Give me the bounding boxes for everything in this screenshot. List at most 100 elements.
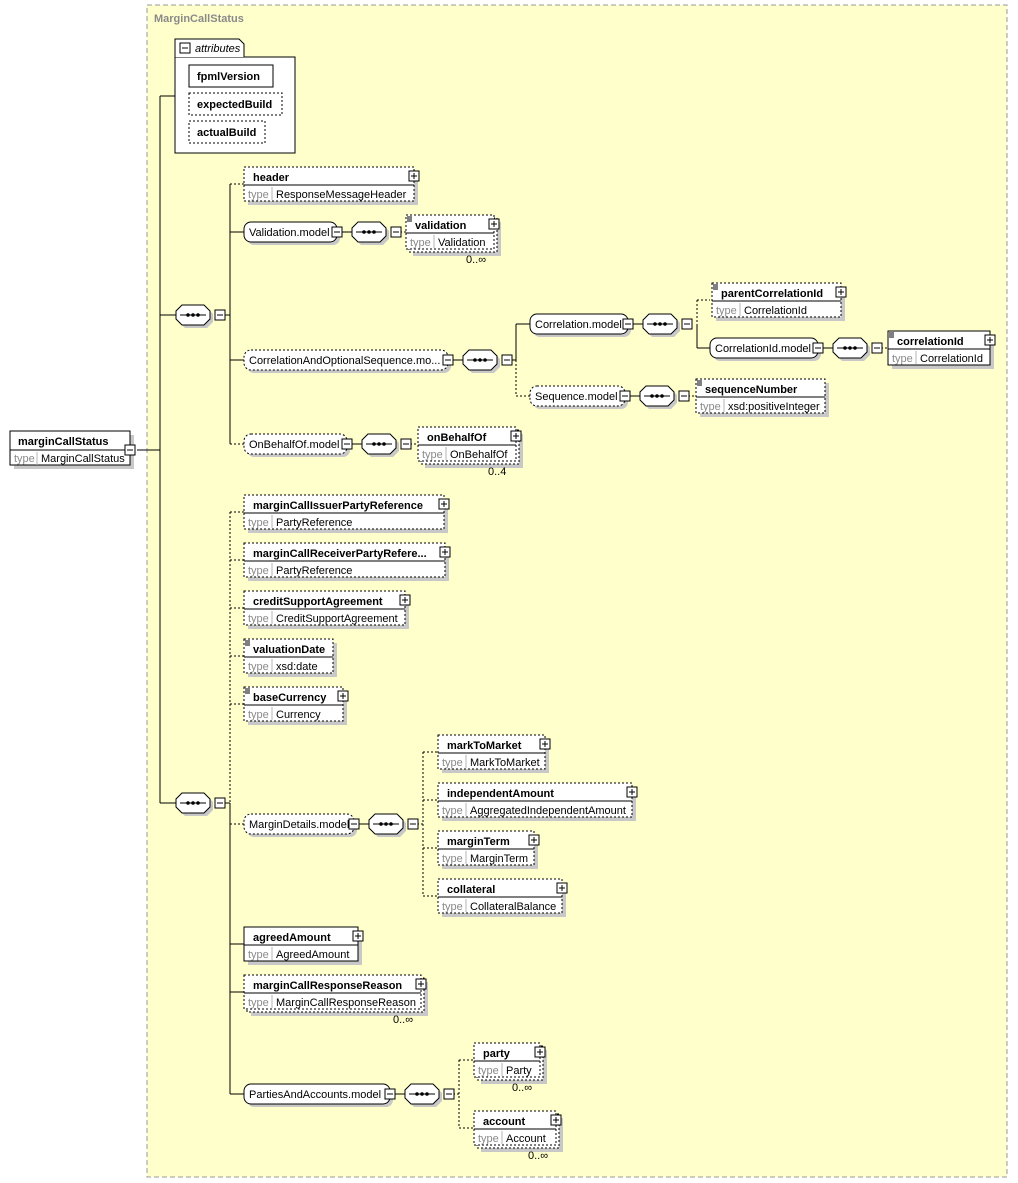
expand-icon[interactable] bbox=[438, 498, 450, 510]
collapse-icon[interactable] bbox=[400, 438, 412, 450]
sequence-compositor[interactable] bbox=[639, 385, 690, 409]
group-sequencemodel[interactable]: Sequence.model bbox=[529, 385, 631, 409]
element-type: PartyReference bbox=[276, 565, 352, 577]
sequence-compositor[interactable] bbox=[361, 433, 412, 457]
simple-content-icon bbox=[245, 688, 250, 694]
group-name: PartiesAndAccounts.model bbox=[249, 1089, 381, 1101]
container-title: MarginCallStatus bbox=[154, 13, 244, 25]
group-correlationidmodel[interactable]: CorrelationId.model bbox=[709, 337, 824, 361]
root-element-type: MarginCallStatus bbox=[41, 453, 125, 465]
type-keyword: type bbox=[716, 305, 737, 317]
collapse-icon[interactable] bbox=[348, 818, 360, 830]
group-name: MarginDetails.model bbox=[249, 819, 349, 831]
element-type: Account bbox=[506, 1133, 546, 1145]
sequence-compositor[interactable] bbox=[368, 813, 419, 837]
optional-connector-lines bbox=[229, 183, 888, 1129]
expand-icon[interactable] bbox=[539, 738, 551, 750]
collapse-attributes-icon[interactable] bbox=[179, 42, 191, 54]
expand-icon[interactable] bbox=[510, 430, 522, 442]
collapse-icon[interactable] bbox=[443, 1088, 455, 1100]
expand-icon[interactable] bbox=[534, 1046, 546, 1058]
expand-icon[interactable] bbox=[984, 334, 996, 346]
element-name: marginCallResponseReason bbox=[253, 980, 402, 992]
attribute-actualbuild[interactable]: actualBuild bbox=[188, 120, 266, 144]
attribute-fpmlversion[interactable]: fpmlVersion bbox=[188, 64, 274, 88]
expand-icon[interactable] bbox=[835, 286, 847, 298]
expand-icon[interactable] bbox=[408, 170, 420, 182]
group-correlationmodel[interactable]: Correlation.model bbox=[529, 313, 634, 337]
element-name: party bbox=[483, 1048, 511, 1060]
expand-icon[interactable] bbox=[352, 930, 364, 942]
group-partiesandaccountsmodel[interactable]: PartiesAndAccounts.model bbox=[243, 1083, 396, 1107]
type-keyword: type bbox=[442, 805, 463, 817]
collapse-icon[interactable] bbox=[124, 444, 136, 456]
collapse-icon[interactable] bbox=[678, 390, 690, 402]
expand-icon[interactable] bbox=[439, 546, 451, 558]
collapse-icon[interactable] bbox=[442, 354, 454, 366]
element-name: sequenceNumber bbox=[705, 384, 798, 396]
expand-icon[interactable] bbox=[399, 594, 411, 606]
sequence-compositor[interactable] bbox=[462, 349, 513, 373]
group-correlationandoptionalsequencemodel[interactable]: CorrelationAndOptionalSequence.mo... bbox=[243, 349, 454, 373]
sequence-compositor[interactable] bbox=[832, 337, 883, 361]
sequence-compositor[interactable] bbox=[351, 221, 402, 245]
group-onbehalfofmodel[interactable]: OnBehalfOf.model bbox=[243, 433, 353, 457]
attributes-label: attributes bbox=[195, 43, 241, 55]
sequence-compositor[interactable] bbox=[642, 313, 693, 337]
sequence-compositor[interactable] bbox=[404, 1083, 455, 1107]
type-keyword: type bbox=[248, 613, 269, 625]
expand-icon[interactable] bbox=[337, 690, 349, 702]
collapse-icon[interactable] bbox=[681, 318, 693, 330]
collapse-icon[interactable] bbox=[331, 226, 343, 238]
collapse-icon[interactable] bbox=[407, 818, 419, 830]
type-keyword: type bbox=[248, 565, 269, 577]
group-margindetailsmodel[interactable]: MarginDetails.model bbox=[243, 813, 360, 837]
attribute-expectedbuild[interactable]: expectedBuild bbox=[188, 92, 283, 116]
root-element-margincallstatus[interactable]: marginCallStatus type MarginCallStatus bbox=[9, 430, 136, 469]
expand-icon[interactable] bbox=[528, 834, 540, 846]
group-validationmodel[interactable]: Validation.model bbox=[243, 221, 343, 245]
collapse-icon[interactable] bbox=[622, 318, 634, 330]
element-name: account bbox=[483, 1116, 526, 1128]
schema-nodes: Validation.modelCorrelationAndOptionalSe… bbox=[175, 166, 996, 1162]
expand-icon[interactable] bbox=[556, 882, 568, 894]
collapse-icon[interactable] bbox=[501, 354, 513, 366]
expand-icon[interactable] bbox=[626, 786, 638, 798]
collapse-icon[interactable] bbox=[341, 438, 353, 450]
connector-lines bbox=[137, 95, 833, 1095]
sequence-compositor-main[interactable] bbox=[175, 304, 226, 328]
collapse-icon[interactable] bbox=[214, 309, 226, 321]
sequence-compositor-details[interactable] bbox=[175, 792, 226, 816]
collapse-icon[interactable] bbox=[384, 1088, 396, 1100]
expand-icon[interactable] bbox=[488, 218, 500, 230]
type-keyword: type bbox=[248, 517, 269, 529]
cardinality-label: 0..∞ bbox=[393, 1014, 413, 1026]
collapse-icon[interactable] bbox=[812, 342, 824, 354]
expand-icon[interactable] bbox=[550, 1114, 562, 1126]
type-keyword: type bbox=[478, 1133, 499, 1145]
collapse-icon[interactable] bbox=[390, 226, 402, 238]
collapse-icon[interactable] bbox=[214, 797, 226, 809]
collapse-icon[interactable] bbox=[871, 342, 883, 354]
collapse-icon[interactable] bbox=[619, 390, 631, 402]
expand-icon[interactable] bbox=[415, 978, 427, 990]
